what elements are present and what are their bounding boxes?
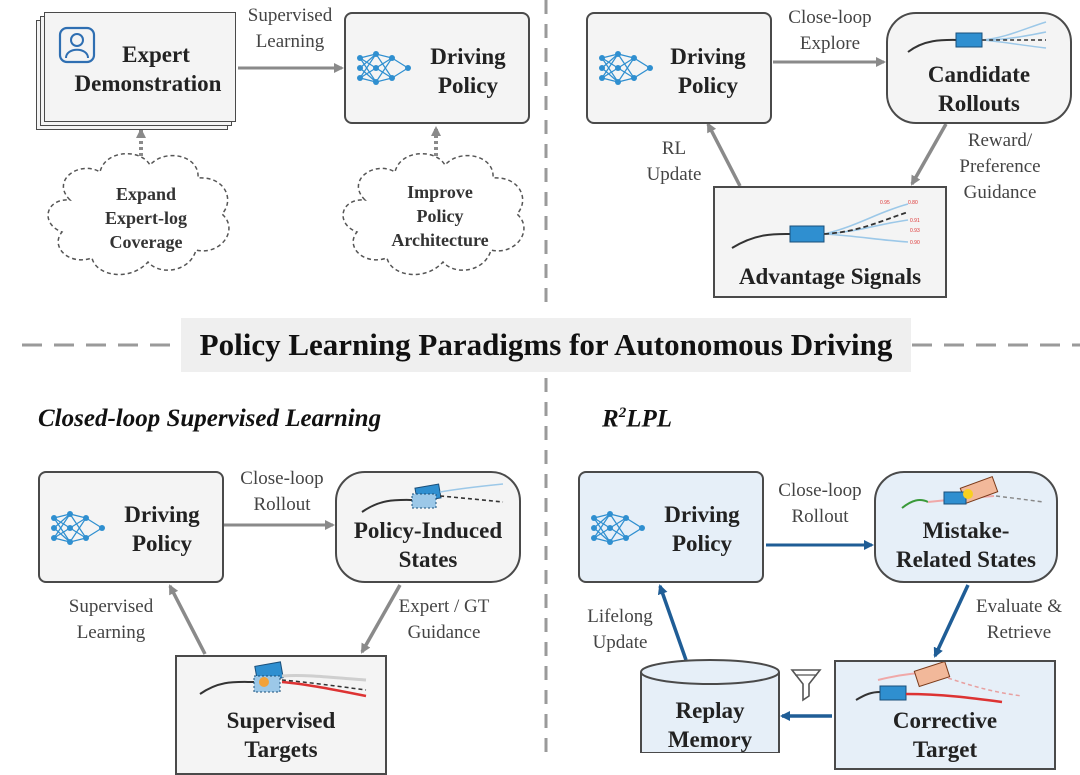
replay-memory-top [640,659,780,685]
svg-text:0.90: 0.90 [910,240,920,246]
arrow-br-lifelong [657,584,688,661]
supervised-targets-label: Supervised Targets [226,708,336,762]
svg-text:0.95: 0.95 [880,200,890,206]
section-title-r2lpl: R2LPL [602,405,673,433]
advantage-signals-icon: 0.95 0.80 0.91 0.93 0.90 [731,200,920,249]
neural-net-icon-tl [357,51,411,85]
replay-memory-label: Replay Memory [667,698,753,752]
arrow-reward-guidance [910,123,948,186]
candidate-rollouts-box [886,12,1072,124]
cloud-improve-label: Improve Policy Architecture [391,182,489,250]
mistake-related-states-label: Mistake- Related States [896,518,1036,572]
main-title: Policy Learning Paradigms for Autonomous… [199,327,893,362]
driving-policy-label-br: Driving Policy [664,502,740,556]
driving-policy-box-tl [344,12,530,124]
diagram-canvas [22,0,1080,753]
candidate-rollouts-label: Candidate Rollouts [927,62,1031,116]
expert-demonstration-label: Expert Demonstration [74,42,222,96]
corrective-target-icon [855,662,1023,704]
replay-memory-cylinder [640,672,780,753]
section-title-closed-loop: Closed-loop Supervised Learning [38,405,382,432]
svg-text:0.91: 0.91 [910,218,920,224]
supervised-targets-icon [199,661,367,698]
mistake-states-icon [901,476,1045,509]
svg-text:0.93: 0.93 [910,228,920,234]
policy-induced-states-icon [361,483,504,513]
main-title-bar: Policy Learning Paradigms for Autonomous… [181,318,911,372]
cloud-expand-coverage [47,152,230,276]
funnel-icon [790,669,822,702]
policy-induced-states-label: Policy-Induced States [353,518,503,572]
driving-policy-label-bl: Driving Policy [124,502,200,556]
driving-policy-label-tl: Driving Policy [430,44,506,98]
arrow-br-evaluate [933,584,970,658]
neural-net-icon-bl [51,511,105,545]
candidate-rollouts-icon [907,21,1047,53]
cloud-expand-label: Expand Expert-log Coverage [105,184,187,252]
corrective-target-label: Corrective Target [892,708,998,762]
expert-demonstration-box [44,12,236,122]
label-br-evaluate: Evaluate &Retrieve [976,596,1062,643]
cloud-improve-architecture [342,152,525,276]
driving-policy-label-tr: Driving Policy [670,44,746,98]
arrow-rl-update [706,122,742,187]
arrow-bl-expert [360,584,402,654]
neural-net-icon-br [591,511,645,545]
arrow-bl-supervised [168,584,207,655]
svg-text:0.80: 0.80 [908,200,918,206]
expert-icon [58,26,96,64]
neural-net-icon-tr [599,51,653,85]
advantage-signals-label: Advantage Signals [738,264,922,289]
